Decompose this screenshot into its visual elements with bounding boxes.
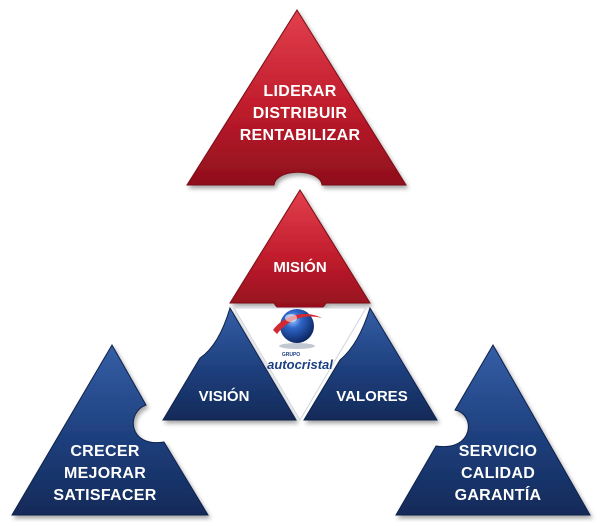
vision-piece: VISIÓN bbox=[162, 306, 297, 421]
right-line-3: GARANTÍA bbox=[455, 485, 542, 504]
left-line-3: SATISFACER bbox=[53, 487, 156, 504]
mision-triangle-shape bbox=[229, 189, 371, 315]
mision-piece: MISIÓN bbox=[229, 189, 371, 315]
left-line-2: MEJORAR bbox=[64, 465, 146, 482]
vision-triangle-shape bbox=[162, 306, 297, 421]
top-piece: LIDERAR DISTRIBUIR RENTABILIZAR bbox=[186, 9, 407, 186]
top-line-3: RENTABILIZAR bbox=[240, 127, 361, 144]
right-line-2: CALIDAD bbox=[461, 465, 535, 482]
logo-globe-highlight bbox=[285, 314, 297, 322]
autocristal-logo: GRUPO autocristal bbox=[267, 309, 333, 372]
logo-globe-icon bbox=[280, 309, 314, 343]
mision-label: MISIÓN bbox=[273, 258, 326, 276]
logo-piece: GRUPO autocristal bbox=[233, 307, 367, 421]
top-triangle-shape bbox=[186, 9, 407, 186]
top-line-2: DISTRIBUIR bbox=[253, 105, 348, 122]
valores-label: VALORES bbox=[336, 388, 407, 405]
vision-label: VISIÓN bbox=[199, 387, 250, 405]
left-line-1: CRECER bbox=[70, 443, 140, 460]
valores-piece: VALORES bbox=[303, 306, 438, 421]
logo-swoosh-icon bbox=[273, 314, 322, 334]
left-piece: CRECER MEJORAR SATISFACER bbox=[11, 344, 209, 516]
left-triangle-shape bbox=[11, 344, 209, 516]
logo-small-text: GRUPO bbox=[282, 352, 300, 358]
right-piece: SERVICIO CALIDAD GARANTÍA bbox=[395, 344, 591, 516]
right-triangle-shape bbox=[395, 344, 591, 516]
logo-triangle-shape bbox=[233, 307, 367, 421]
valores-triangle-shape bbox=[303, 306, 438, 421]
logo-main-text: autocristal bbox=[267, 357, 333, 372]
logo-globe-shadow bbox=[279, 343, 315, 349]
top-line-1: LIDERAR bbox=[263, 83, 336, 100]
right-line-1: SERVICIO bbox=[459, 443, 538, 460]
